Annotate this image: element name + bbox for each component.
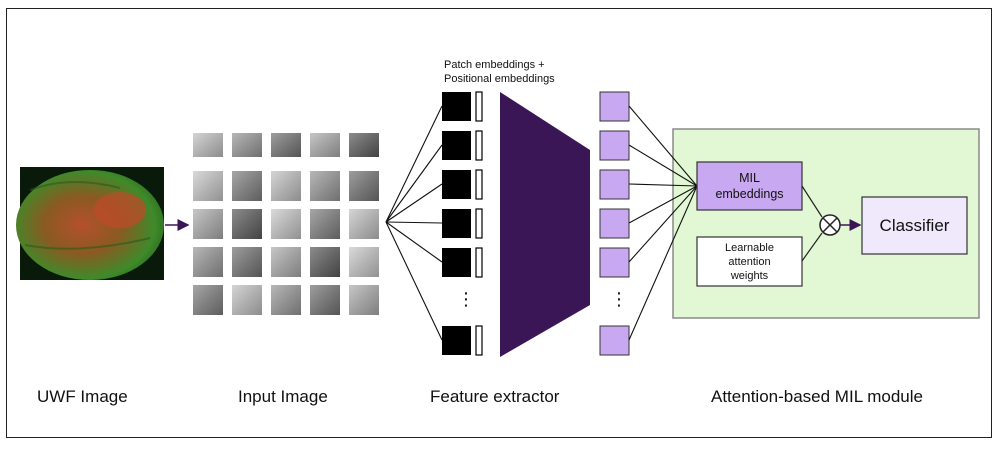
embeddings-note: Patch embeddings + Positional embeddings [444,58,555,86]
fan-line [385,183,443,223]
input-patch-shading [310,247,340,277]
classifier-box [861,196,968,255]
positional-embedding [475,130,483,161]
attention-line2: attention [728,255,771,268]
token-line [628,185,698,263]
input-patch-shading [232,171,262,201]
token-embedding [599,247,630,278]
positional-embedding [475,169,483,200]
input-patch-shading [232,133,262,157]
embeddings-note-line1: Patch embeddings + [444,59,545,71]
input-image-label: Input Image [238,387,328,406]
input-patch-shading [349,171,379,201]
token-line [628,144,698,187]
input-patch-shading [349,285,379,315]
token-embedding [599,325,630,356]
input-patch-shading [310,285,340,315]
mil-embeddings-box [696,161,803,211]
input-patch-shading [232,285,262,315]
feature-extractor-label: Feature extractor [430,387,560,406]
attention-to-multiply-line [801,232,823,262]
mil-embeddings-label: MIL embeddings [697,162,802,210]
token-line [628,185,698,341]
input-patch-shading [193,133,223,157]
input-patch-shading [349,133,379,157]
input-patch-shading [310,209,340,239]
mil-embeddings-line1: MIL [739,171,760,185]
token-to-mil-lines [628,105,698,341]
classifier-label: Classifier [879,215,950,235]
positional-embedding [475,247,483,278]
input-patch-shading [271,171,301,201]
token-ellipsis: ⋮ [610,289,628,309]
input-patch-shading [193,209,223,239]
fan-line [385,221,443,341]
patch-embedding [442,131,471,160]
input-patch-shading [193,285,223,315]
embeddings-note-line2: Positional embeddings [444,73,555,85]
patch-embedding [442,248,471,277]
token-embedding [599,208,630,239]
input-patch-shading [349,209,379,239]
patch-embedding [442,326,471,355]
input-patch-shading [310,133,340,157]
input-patch-shading [271,285,301,315]
multiply-cross-b [822,217,838,233]
patch-embedding [442,170,471,199]
patch-embedding [442,209,471,238]
token-embedding [599,130,630,161]
input-patch-shading [349,247,379,277]
token-embedding [599,169,630,200]
input-patch-shading [271,247,301,277]
mil-embeddings-line2: embeddings [715,187,784,201]
patch-fan-lines [385,105,443,341]
patch-embeddings-column [442,91,483,356]
token-embedding [599,91,630,122]
token-line [628,105,698,187]
diagram-frame [6,8,992,438]
input-patch-shading [193,247,223,277]
attention-line1: Learnable [725,241,774,254]
positional-embedding [475,91,483,122]
input-patch-shading [232,247,262,277]
attention-weights-box [696,236,803,287]
token-embeddings-column [599,91,630,356]
fan-line [385,105,443,223]
input-patch-shading [193,171,223,201]
fan-line [385,221,443,224]
mil-to-multiply-line [801,185,823,218]
positional-embedding [475,208,483,239]
patch-embedding [442,92,471,121]
patch-ellipsis: ⋮ [457,289,475,309]
attention-line3: weights [730,269,769,282]
input-patch-shading [271,209,301,239]
fan-line [385,221,443,263]
uwf-image-label: UWF Image [37,387,128,406]
token-line [628,185,698,224]
input-patch-shading [271,133,301,157]
input-patch-shading [232,209,262,239]
uwf-image [16,167,164,280]
token-line [628,183,698,187]
input-image-grid [193,133,379,315]
positional-embedding [475,325,483,356]
input-patch-shading [310,171,340,201]
mil-module-label: Attention-based MIL module [711,387,923,406]
feature-extractor-block [500,92,590,357]
fan-line [385,144,443,223]
